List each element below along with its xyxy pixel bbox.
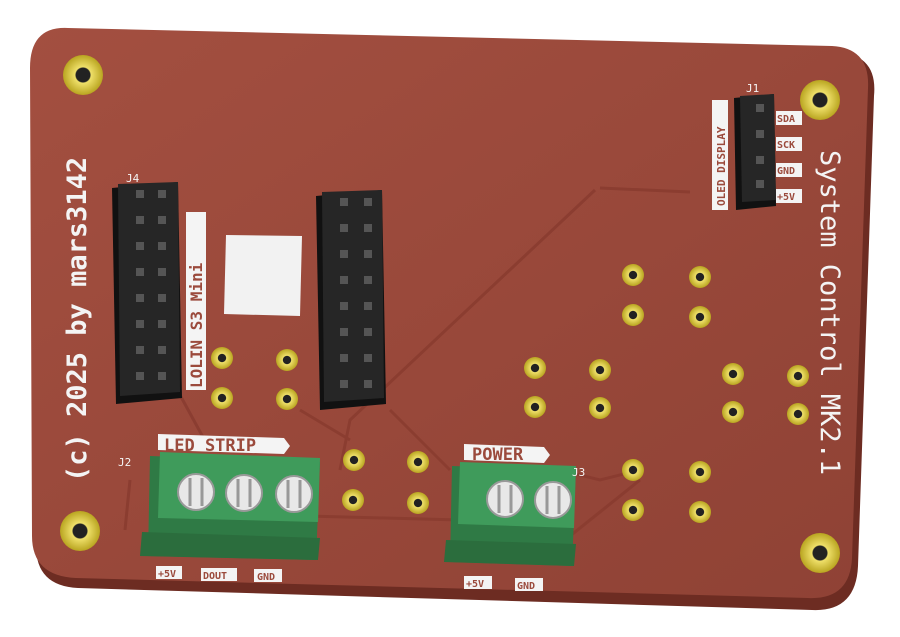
j4-label: LOLIN S3 Mini xyxy=(187,262,206,388)
pad xyxy=(689,306,711,328)
j3-label: POWER xyxy=(472,445,524,465)
pad xyxy=(689,501,711,523)
j3-ref: J3 xyxy=(572,466,585,479)
mounting-hole xyxy=(60,511,100,551)
j3-pin-gnd: GND xyxy=(517,581,535,592)
pad xyxy=(722,401,744,423)
j2-label: LED STRIP xyxy=(164,436,256,456)
pad xyxy=(622,264,644,286)
j1-ref: J1 xyxy=(746,82,759,95)
silkscreen: (c) 2025 by mars3142 System Control MK2.… xyxy=(62,82,845,592)
pad xyxy=(787,365,809,387)
module-pad xyxy=(224,235,302,316)
pad xyxy=(276,388,298,410)
pad xyxy=(211,347,233,369)
j2-terminal xyxy=(140,452,320,560)
pad xyxy=(589,397,611,419)
mounting-hole xyxy=(63,55,103,95)
copyright-text: (c) 2025 by mars3142 xyxy=(62,157,93,482)
j1-pin-gnd: GND xyxy=(777,166,795,177)
j3-terminal xyxy=(444,462,576,566)
pad xyxy=(343,449,365,471)
j1-label: OLED DISPLAY xyxy=(715,126,728,206)
mounting-hole xyxy=(800,533,840,573)
pad xyxy=(407,451,429,473)
j2-ref: J2 xyxy=(118,456,131,469)
pad xyxy=(689,266,711,288)
j1-header xyxy=(734,94,776,210)
pad xyxy=(342,489,364,511)
pad xyxy=(276,349,298,371)
j2-pin-dout: DOUT xyxy=(203,571,227,582)
pad xyxy=(622,499,644,521)
j1-pin-5v: +5V xyxy=(777,192,795,203)
j1-pin-sck: SCK xyxy=(777,140,795,151)
middle-header xyxy=(316,190,386,410)
j1-pin-sda: SDA xyxy=(777,114,795,125)
j4-ref: J4 xyxy=(126,172,140,185)
j2-pin-5v: +5V xyxy=(158,569,176,580)
pad xyxy=(722,363,744,385)
pad xyxy=(524,357,546,379)
pad xyxy=(407,492,429,514)
j3-pin-5v: +5V xyxy=(466,579,484,590)
j2-pin-gnd: GND xyxy=(257,572,275,583)
pad xyxy=(589,359,611,381)
pad xyxy=(787,403,809,425)
mounting-hole xyxy=(800,80,840,120)
pad xyxy=(622,304,644,326)
j4-header xyxy=(112,182,182,404)
pad xyxy=(622,459,644,481)
mounting-holes xyxy=(60,55,840,573)
board-title: System Control MK2.1 xyxy=(814,150,845,475)
pad xyxy=(689,461,711,483)
pad xyxy=(211,387,233,409)
pad xyxy=(524,396,546,418)
pads xyxy=(211,264,809,523)
